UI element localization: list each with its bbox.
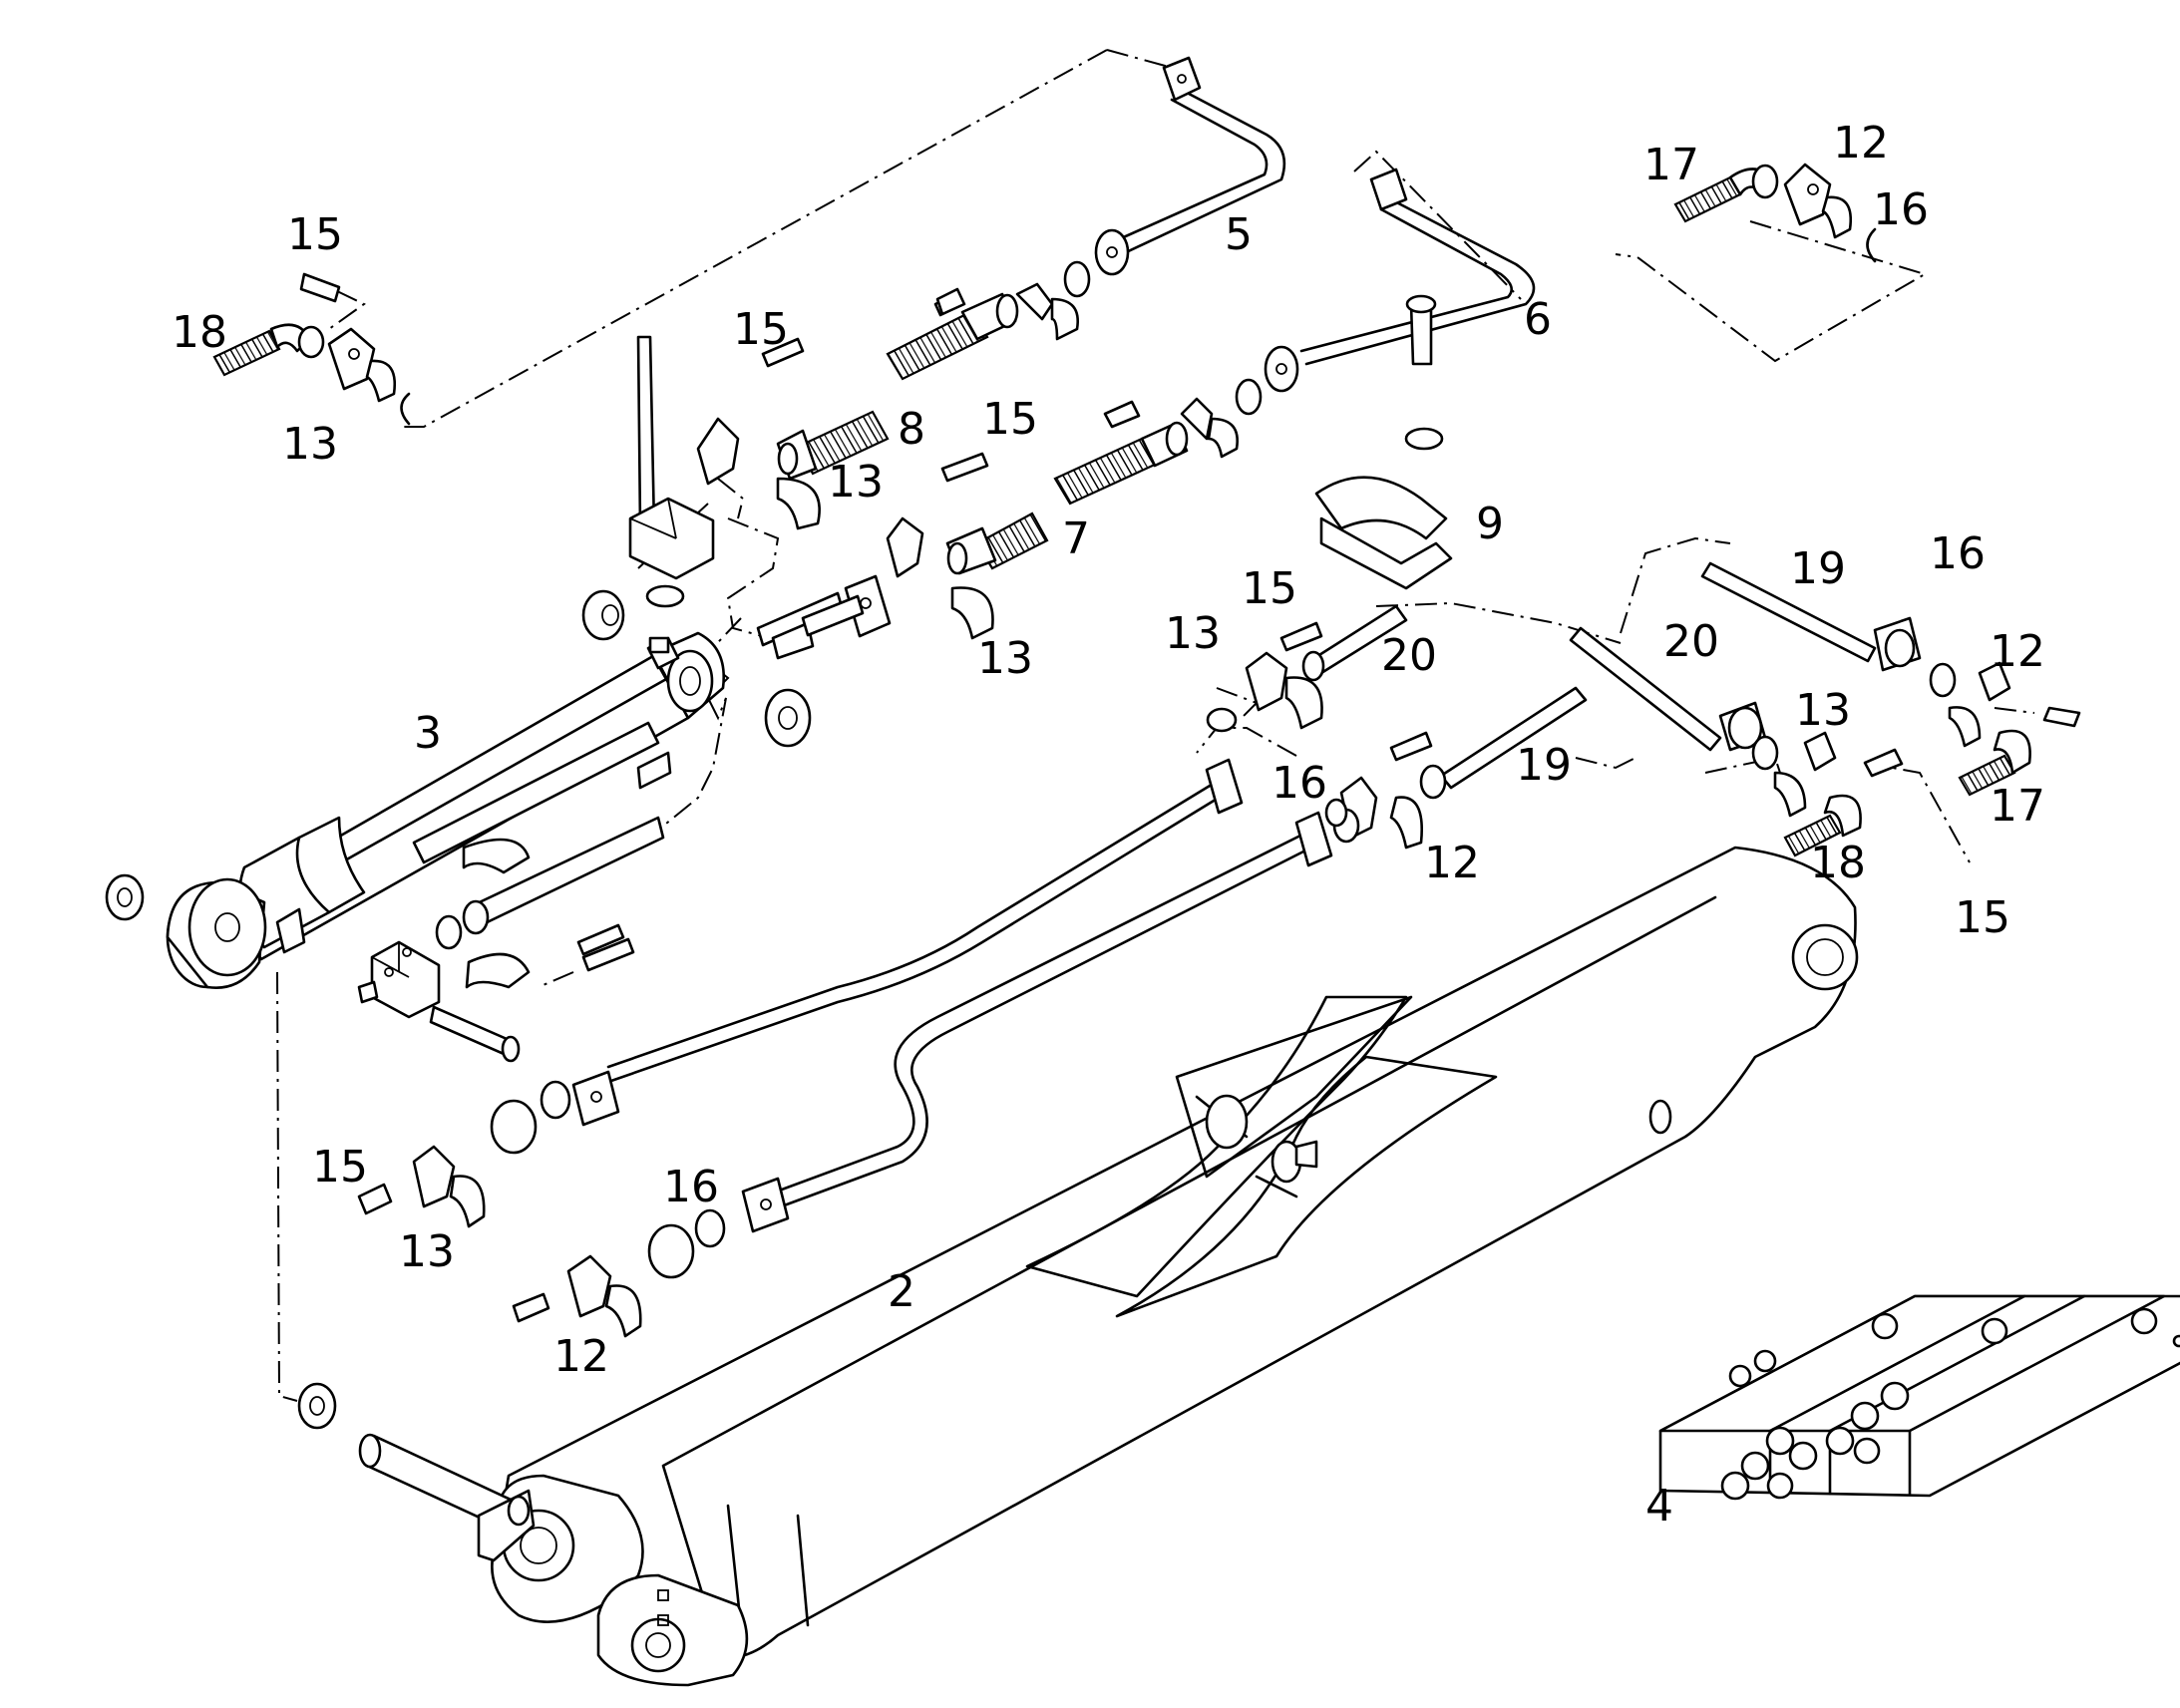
right-side-fittings bbox=[1206, 651, 2011, 850]
callout-19-right: 19 bbox=[1790, 543, 1846, 594]
callout-13-mid: 13 bbox=[977, 633, 1033, 684]
pipe-19 bbox=[1419, 561, 1922, 800]
hose-17-right bbox=[1958, 729, 2031, 797]
callout-12-center: 12 bbox=[1424, 838, 1480, 888]
hose-8 bbox=[776, 260, 1091, 481]
callout-15-upper-mid: 15 bbox=[733, 304, 789, 355]
callout-15-center: 15 bbox=[1242, 563, 1297, 614]
callout-13-right: 13 bbox=[1795, 685, 1851, 736]
boom-pin bbox=[297, 1382, 536, 1562]
callout-13-top-left: 13 bbox=[282, 419, 338, 470]
callout-15-top-left: 15 bbox=[287, 209, 343, 260]
callout-12-lower-left: 12 bbox=[553, 1331, 609, 1382]
callout-13-center: 13 bbox=[1165, 608, 1221, 659]
callout-16-right: 16 bbox=[1930, 528, 1986, 579]
callout-9: 9 bbox=[1476, 499, 1504, 549]
callout-18-top-left: 18 bbox=[172, 307, 227, 358]
callout-16-top-right: 16 bbox=[1873, 184, 1929, 235]
cylinder-clamp-parts bbox=[435, 816, 665, 989]
pipe-20-upper bbox=[1301, 604, 1767, 752]
callout-2: 2 bbox=[888, 1266, 915, 1317]
screws bbox=[299, 272, 2081, 1323]
top-right-fittings bbox=[1673, 163, 1877, 263]
callout-16-lower-left: 16 bbox=[663, 1162, 719, 1212]
callout-3: 3 bbox=[414, 708, 442, 759]
rigid-pipe-6 bbox=[1264, 168, 1536, 393]
rigid-pipe-5 bbox=[1094, 56, 1286, 276]
callout-13-lower-left: 13 bbox=[399, 1226, 455, 1277]
boom-arm bbox=[491, 846, 1859, 1687]
callout-12-top-right: 12 bbox=[1833, 118, 1889, 169]
callout-13-upper-mid: 13 bbox=[828, 457, 884, 508]
long-pipes bbox=[606, 758, 1333, 1213]
callout-8: 8 bbox=[898, 404, 925, 455]
top-left-fittings bbox=[212, 323, 411, 426]
callout-15-lower-left: 15 bbox=[312, 1142, 368, 1193]
callout-5: 5 bbox=[1225, 209, 1253, 260]
callout-4: 4 bbox=[1645, 1481, 1673, 1532]
valve-block-small bbox=[357, 940, 521, 1063]
callout-19-center: 19 bbox=[1516, 740, 1572, 791]
manifold-block bbox=[628, 497, 845, 660]
flange-head bbox=[801, 574, 892, 638]
callout-labels: 15 18 13 5 15 8 15 13 6 7 13 9 3 13 15 2… bbox=[172, 118, 2045, 1532]
pipe-clamp-9 bbox=[1314, 294, 1453, 590]
callout-6: 6 bbox=[1524, 294, 1552, 345]
hose-18-right bbox=[1783, 794, 1862, 857]
hose-7 bbox=[945, 378, 1263, 575]
callout-18-right: 18 bbox=[1810, 838, 1866, 888]
callout-15-right: 15 bbox=[1955, 892, 2010, 943]
hydraulic-cylinder bbox=[105, 589, 812, 989]
callout-20-right: 20 bbox=[1663, 616, 1719, 667]
callout-7: 7 bbox=[1062, 513, 1090, 564]
callout-16-center: 16 bbox=[1272, 758, 1327, 809]
callout-17-right: 17 bbox=[1990, 781, 2045, 832]
callout-15-mid: 15 bbox=[982, 394, 1038, 445]
control-valve-block bbox=[1658, 1294, 2180, 1501]
callout-12-right: 12 bbox=[1990, 626, 2045, 677]
flange-clamps-upper bbox=[696, 282, 1240, 640]
callout-20-center: 20 bbox=[1381, 630, 1437, 681]
callout-17-top-right: 17 bbox=[1643, 140, 1699, 190]
lower-left-fittings bbox=[412, 1070, 790, 1338]
